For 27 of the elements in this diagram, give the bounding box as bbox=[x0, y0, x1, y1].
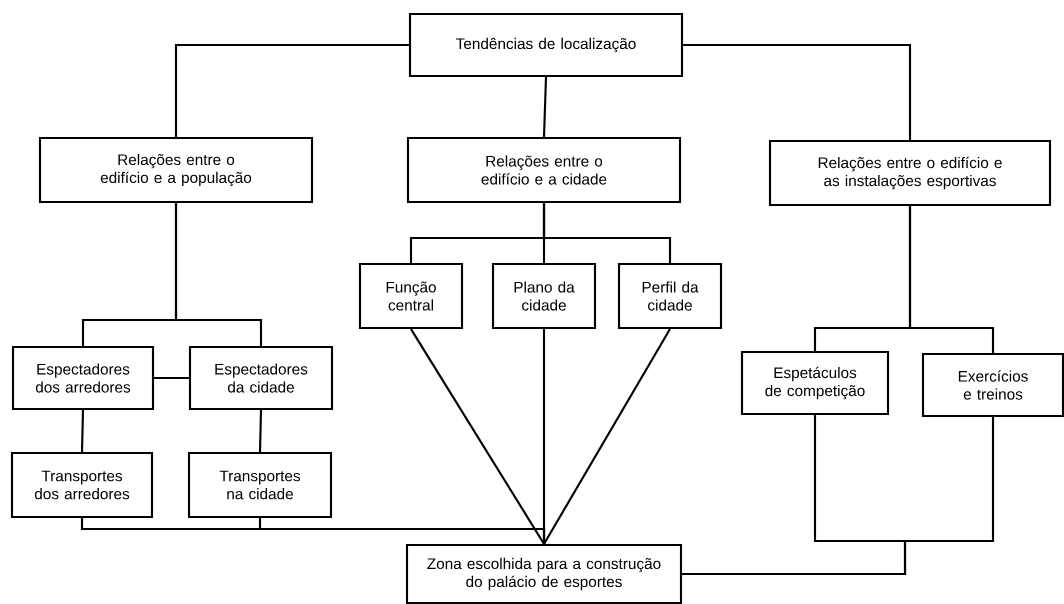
process-box: Relações entre o edifício e a população bbox=[38, 136, 314, 204]
process-box: Espectadores da cidade bbox=[188, 345, 334, 411]
process-box: Tendências de localização bbox=[408, 12, 684, 78]
connector bbox=[542, 329, 546, 544]
connector bbox=[683, 43, 912, 140]
process-box: Relações entre o edifício e a cidade bbox=[406, 136, 682, 204]
connector bbox=[174, 203, 263, 346]
connector bbox=[542, 77, 548, 137]
process-box: Zona escolhida para a construção do palácio de esportes bbox=[405, 543, 683, 604]
connector bbox=[682, 417, 995, 576]
connector bbox=[80, 410, 85, 452]
connector bbox=[258, 410, 263, 452]
connector bbox=[542, 203, 672, 263]
connector bbox=[410, 328, 545, 545]
connector bbox=[543, 328, 671, 545]
process-box: Transportes dos arredores bbox=[10, 451, 154, 519]
process-box: Transportes na cidade bbox=[187, 451, 333, 519]
process-box: Espectadores dos arredores bbox=[11, 345, 155, 411]
process-box: Exercícios e treinos bbox=[921, 352, 1064, 418]
process-box: Plano da cidade bbox=[491, 262, 597, 330]
connector bbox=[908, 206, 995, 353]
process-box: Relações entre o edifício e as instalações esportivas bbox=[768, 139, 1052, 207]
process-box: Função central bbox=[358, 262, 464, 330]
process-box: Espetáculos de competição bbox=[740, 350, 890, 416]
process-box: Perfil da cidade bbox=[617, 262, 723, 330]
connector bbox=[154, 376, 189, 380]
connector bbox=[174, 43, 409, 137]
